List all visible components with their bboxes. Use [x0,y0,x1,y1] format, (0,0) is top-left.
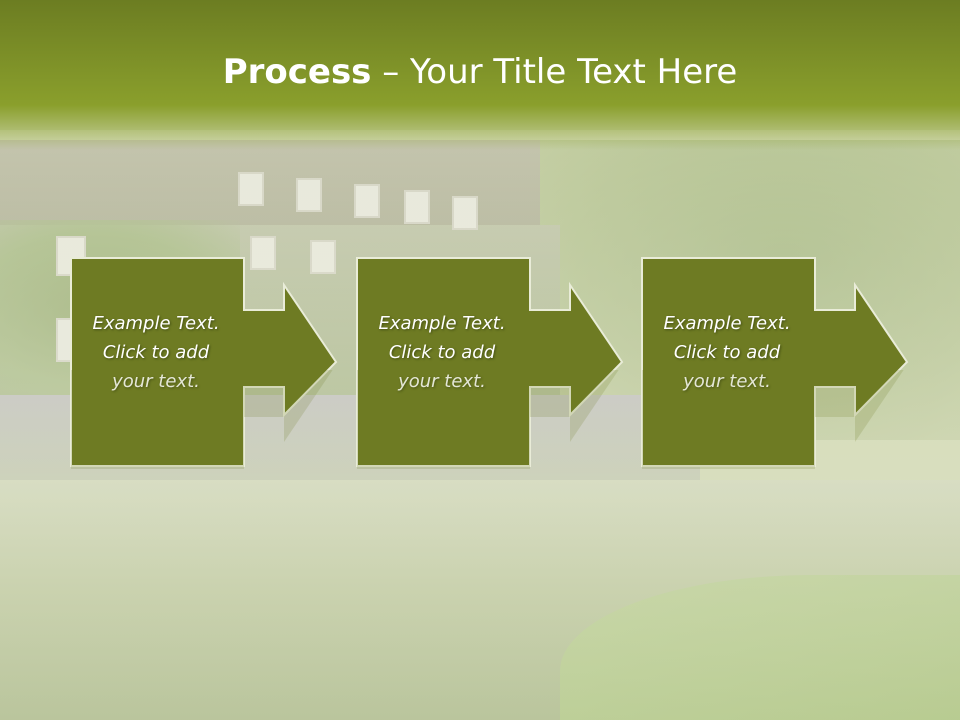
step-reflection [71,370,336,469]
step-line: Click to add [673,342,781,363]
process-step-1[interactable]: Example Text. Click to add your text. [70,257,338,467]
process-step-2[interactable]: Example Text. Click to add your text. [356,257,624,467]
step-line: Click to add [102,342,210,363]
window [238,172,264,206]
step-line: Example Text. [92,313,220,334]
title-band [0,0,960,150]
window [404,190,430,224]
step-reflection [357,370,622,469]
title-bold: Process [222,52,372,92]
step-line: Example Text. [378,313,506,334]
window [310,240,336,274]
slide-title[interactable]: Process – Your Title Text Here [0,52,960,92]
window [250,236,276,270]
step-text[interactable]: Example Text. Click to add your text. [647,309,807,396]
step-text[interactable]: Example Text. Click to add your text. [76,309,236,396]
arrow-shape [356,257,624,467]
window [354,184,380,218]
step-line: your text. [76,367,236,396]
window [296,178,322,212]
title-rest: – Your Title Text Here [371,52,738,92]
step-line: Click to add [388,342,496,363]
step-text[interactable]: Example Text. Click to add your text. [362,309,522,396]
step-line: your text. [362,367,522,396]
step-line: Example Text. [663,313,791,334]
arrow-shape [641,257,909,467]
step-reflection [642,370,907,469]
step-line: your text. [647,367,807,396]
window [452,196,478,230]
cottage-roof [0,140,540,230]
arrow-shape [70,257,338,467]
process-step-3[interactable]: Example Text. Click to add your text. [641,257,909,467]
